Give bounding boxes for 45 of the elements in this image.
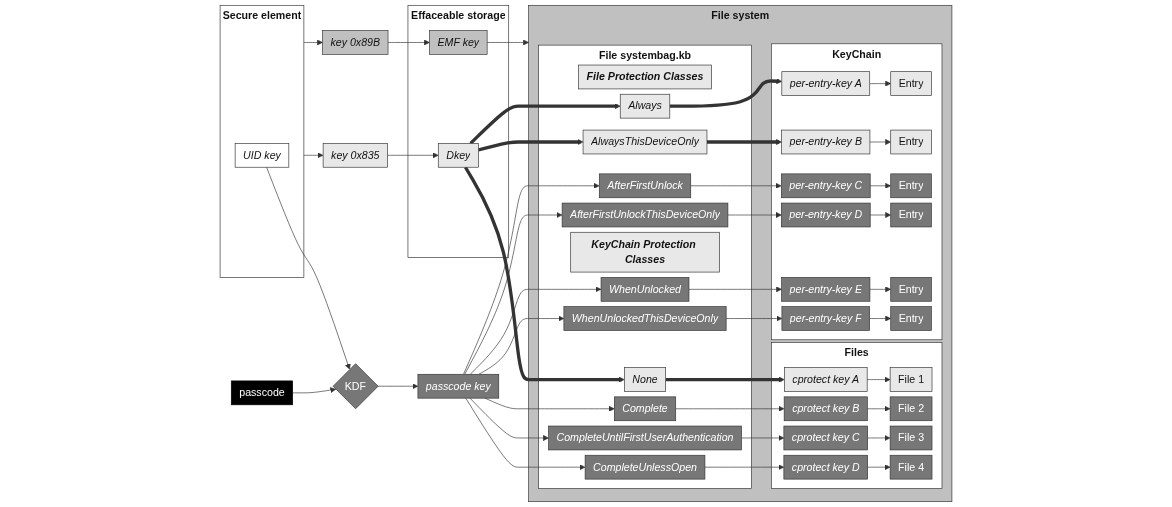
node-box: File 3 bbox=[889, 425, 933, 451]
node-box: AfterFirstUnlock bbox=[598, 173, 692, 199]
arrow bbox=[477, 139, 584, 152]
node-box: passcode bbox=[230, 380, 293, 406]
node-box: Entry bbox=[890, 129, 932, 155]
node-box: WhenUnlockedThisDeviceOnly bbox=[563, 306, 727, 331]
node-box: None bbox=[624, 367, 666, 392]
node-box: key 0x89B bbox=[322, 30, 389, 55]
node-box: key 0x835 bbox=[322, 143, 388, 168]
node-box: Entry bbox=[890, 202, 932, 228]
arrow bbox=[706, 139, 782, 145]
node-box: cprotect key B bbox=[783, 396, 868, 422]
node-box: Entry bbox=[890, 71, 932, 96]
node-box: File 4 bbox=[889, 454, 933, 480]
node-box: per-entry-key B bbox=[781, 129, 871, 155]
node-diamond: KDF bbox=[332, 363, 379, 410]
node-box: cprotect key C bbox=[783, 425, 868, 451]
node-box: cprotect key A bbox=[784, 367, 868, 392]
node-box: File 1 bbox=[889, 367, 933, 392]
arrow bbox=[665, 376, 785, 383]
node-box: EMF key bbox=[429, 30, 488, 55]
node-box: Entry bbox=[890, 277, 932, 302]
node-box: AlwaysThisDeviceOnly bbox=[582, 129, 708, 155]
node-box: CompleteUntilFirstUserAuthentication bbox=[548, 425, 742, 451]
node-box: cprotect key D bbox=[783, 454, 868, 480]
arrow bbox=[669, 78, 783, 108]
node-box: per-entry-key D bbox=[780, 202, 871, 228]
arrow bbox=[469, 103, 621, 145]
node-box: UID key bbox=[234, 143, 290, 168]
node-box: Always bbox=[619, 93, 671, 119]
node-box: CompleteUnlessOpen bbox=[584, 454, 706, 480]
node-box: Entry bbox=[890, 173, 932, 199]
node-box: KeyChain Protection Classes bbox=[570, 231, 720, 273]
node-box: File 2 bbox=[889, 396, 933, 422]
node-box: Entry bbox=[890, 306, 932, 331]
node-box: Complete bbox=[614, 396, 677, 422]
node-box: AfterFirstUnlockThisDeviceOnly bbox=[561, 202, 729, 228]
node-box: per-entry-key A bbox=[781, 71, 871, 96]
node-box: per-entry-key F bbox=[781, 306, 870, 331]
node-box: per-entry-key C bbox=[780, 173, 871, 199]
node-box: File Protection Classes bbox=[578, 64, 712, 90]
node-box: WhenUnlocked bbox=[600, 277, 690, 302]
node-box: passcode key bbox=[417, 373, 500, 399]
node-box: per-entry-key E bbox=[781, 277, 871, 302]
node-box: Dkey bbox=[437, 143, 479, 168]
